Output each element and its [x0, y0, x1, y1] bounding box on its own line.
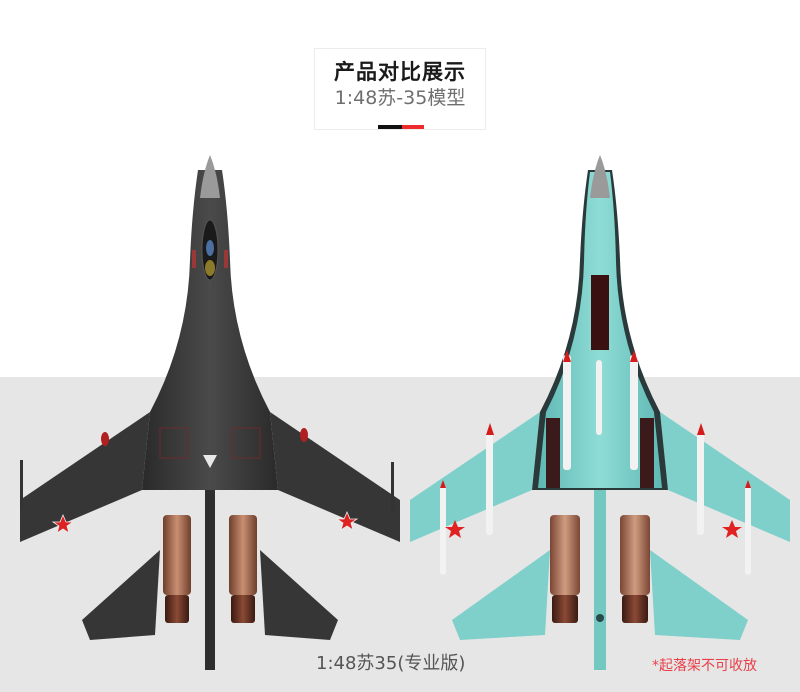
- aircraft-model-blue: [410, 150, 790, 680]
- page-title: 产品对比展示: [334, 60, 466, 84]
- jet-dark-icon: [20, 155, 400, 670]
- accent-bar-red: [402, 125, 424, 129]
- jet-blue-icon: [410, 155, 790, 670]
- title-accent-bar: [378, 125, 424, 129]
- product-caption-pro: 1:48苏35(专业版): [316, 653, 466, 674]
- title-card: 产品对比展示 1:48苏-35模型: [314, 48, 486, 130]
- landing-gear-note: *起落架不可收放: [652, 658, 757, 674]
- page-subtitle: 1:48苏-35模型: [334, 87, 466, 109]
- accent-bar-black: [378, 125, 402, 129]
- aircraft-model-dark: [20, 150, 400, 680]
